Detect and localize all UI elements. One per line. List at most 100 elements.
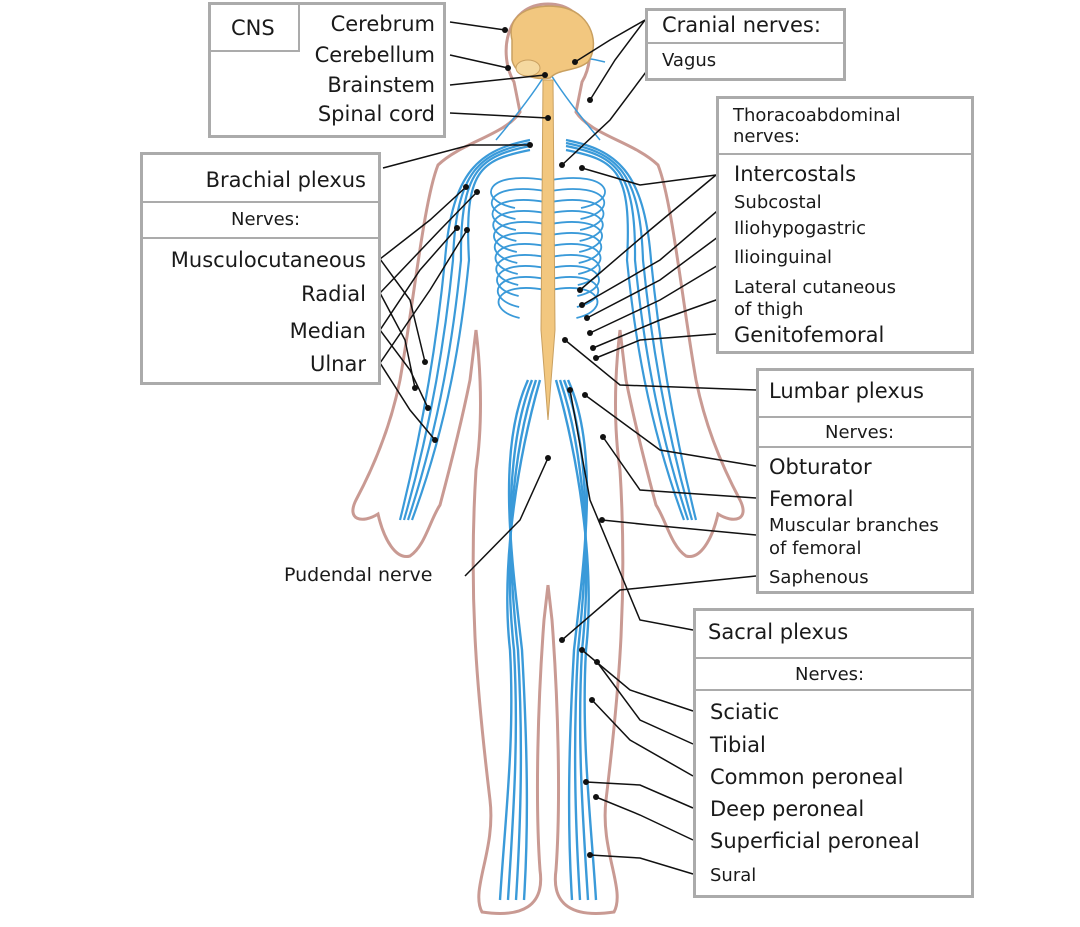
leader-dot [464, 227, 470, 233]
leader-dot [593, 794, 599, 800]
intercostal-nerve [550, 232, 603, 264]
leader-lumbar [564, 339, 757, 391]
intercostal-nerve [550, 188, 606, 220]
leader-radial-2 [379, 292, 416, 389]
cranial-nerve [495, 69, 549, 141]
leader-dot [422, 359, 428, 365]
leader-dot [589, 697, 595, 703]
intercostal-nerve [490, 188, 546, 220]
leg-nerve [554, 379, 598, 901]
leader-dot [432, 437, 438, 443]
leader-intercostals-1 [581, 167, 717, 186]
label-brainstem: Brainstem [327, 73, 435, 97]
leader-tibial [596, 661, 694, 745]
leg-nerve [509, 379, 534, 901]
leader-cranial-2 [589, 19, 646, 101]
leader-dot [590, 345, 596, 351]
intercostal-nerve [550, 287, 599, 319]
label-radial: Radial [301, 282, 366, 306]
leader-dot [454, 225, 460, 231]
label-sural: Sural [710, 865, 757, 886]
leader-dot [505, 65, 511, 71]
leader-dot [587, 852, 593, 858]
arm-nerve [565, 141, 694, 521]
leader-median-1 [379, 227, 458, 331]
leader-dot [559, 637, 565, 643]
arm-nerve [565, 144, 690, 521]
leader-dot [542, 72, 548, 78]
leader-dot [582, 392, 588, 398]
intercostal-nerve [491, 199, 546, 231]
cns-box: CNS Cerebrum Cerebellum Brainstem Spinal… [208, 2, 446, 138]
label-saphenous: Saphenous [769, 567, 869, 588]
label-iliohypogastric: Iliohypogastric [734, 218, 867, 239]
brachial-title: Brachial plexus [205, 168, 366, 192]
leader-muscular-branches [601, 519, 757, 536]
arm-nerve [565, 148, 686, 521]
leg-nerve [498, 379, 542, 901]
intercostal-nerve [492, 210, 546, 242]
leader-femoral [602, 436, 757, 499]
cerebellum [515, 59, 541, 77]
leader-cranial-1 [574, 19, 646, 63]
leader-radial-1 [379, 191, 478, 294]
brachial-subtitle: Nerves: [231, 209, 301, 230]
label-cerebellum: Cerebellum [314, 43, 435, 67]
leader-median-2 [379, 329, 429, 409]
leader-ilioinguinal [589, 257, 731, 334]
leader-ulnar-2 [379, 362, 436, 441]
leader-dot [600, 434, 606, 440]
leader-saphenous [561, 575, 757, 641]
cranial-nerves-box: Cranial nerves: Vagus [645, 8, 846, 81]
label-ilioinguinal: Ilioinguinal [734, 247, 833, 268]
label-obturator: Obturator [769, 455, 872, 479]
label-of-thigh: of thigh [734, 299, 804, 320]
sacral-title: Sacral plexus [708, 620, 849, 644]
intercostal-nerve [494, 243, 546, 275]
leader-dot [587, 330, 593, 336]
leader-dot [577, 287, 583, 293]
leader-dot [599, 517, 605, 523]
label-median: Median [289, 319, 366, 343]
body-outline [351, 2, 745, 915]
intercostal-nerve [550, 199, 605, 231]
label-pudendal-nerve: Pudendal nerve [284, 564, 433, 586]
intercostal-nerve [550, 254, 601, 286]
leader-lateral-cutaneous [592, 294, 731, 349]
label-intercostals: Intercostals [734, 162, 857, 186]
label-ulnar: Ulnar [309, 352, 366, 376]
leg-nerve [507, 379, 530, 901]
cranial-title: Cranial nerves: [662, 13, 821, 37]
leader-dot [545, 115, 551, 121]
label-muscular-branches: Muscular branches [769, 515, 939, 536]
leader-spinal-cord [449, 112, 549, 119]
leader-dot [583, 779, 589, 785]
leader-musculocutaneous-1 [379, 186, 467, 260]
label-common-peroneal: Common peroneal [710, 765, 904, 789]
label-musculocutaneous: Musculocutaneous [170, 248, 366, 272]
intercostal-nerve [495, 254, 546, 286]
leader-sciatic [581, 649, 694, 712]
thoraco-title-2: nerves: [733, 126, 801, 147]
intercostal-nerve [493, 232, 546, 264]
leg-nerve [566, 379, 589, 901]
leader-subcostal [581, 199, 731, 306]
cranial-nerve [547, 69, 601, 141]
leader-brainstem [449, 74, 546, 86]
leader-brachial [382, 144, 530, 169]
intercostal-nerve [550, 177, 606, 209]
leader-dot [579, 302, 585, 308]
intercostal-nerve [496, 265, 546, 297]
leader-dot [572, 59, 578, 65]
lumbar-plexus-box: Lumbar plexus Nerves: Obturator Femoral … [756, 368, 974, 594]
leader-iliohypogastric [586, 227, 731, 319]
leader-common-peroneal [591, 699, 694, 777]
arm-nerve [565, 138, 698, 521]
leader-genitofemoral [595, 333, 717, 359]
spinal-cord [540, 79, 556, 421]
label-subcostal: Subcostal [734, 192, 822, 213]
thoracoabdominal-box: Thoracoabdominal nerves: Intercostals Su… [716, 96, 974, 354]
leader-dot [579, 647, 585, 653]
